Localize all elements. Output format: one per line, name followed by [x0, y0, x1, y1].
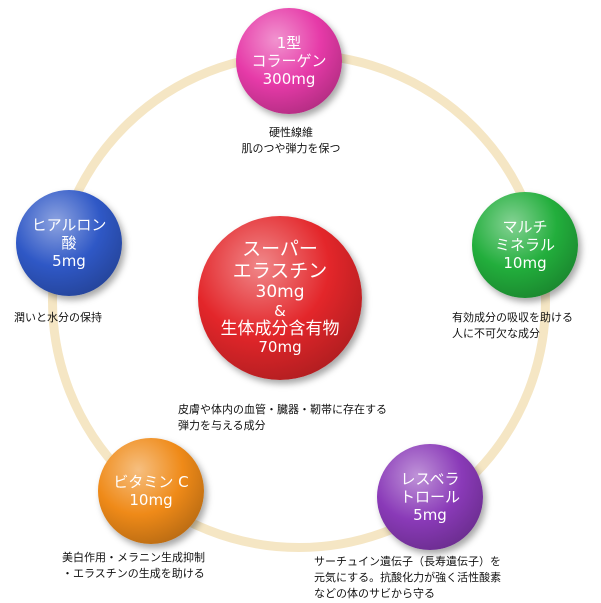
orb-resveratrol: レスベラ トロール 5mg — [377, 444, 483, 550]
hyaluronic-description: 潤いと水分の保持 — [14, 311, 102, 324]
center-orb-super-elastin: スーパー エラスチン 30mg & 生体成分含有物 70mg — [198, 216, 362, 380]
center-description: 皮膚や体内の血管・臓器・靭帯に存在する 弾力を与える成分 — [178, 403, 387, 432]
resveratrol-description: サーチュイン遺伝子（長寿遺伝子）を 元気にする。抗酸化力が強く活性酸素 などの体… — [314, 555, 502, 600]
center-line: スーパー — [242, 238, 318, 261]
center-line: エラスチン — [232, 260, 328, 283]
center-line: 生体成分含有物 — [220, 318, 340, 339]
center-line: & — [274, 301, 286, 320]
center-line: 30mg — [255, 282, 305, 303]
orb-vitamin-c: ビタミン C 10mg — [98, 438, 204, 544]
orb-hyaluronic-acid: ヒアルロン 酸 5mg — [16, 190, 122, 296]
center-line: 70mg — [258, 338, 302, 357]
orb-multimineral: マルチ ミネラル 10mg — [472, 192, 578, 298]
orb-collagen: 1型 コラーゲン 300mg — [236, 8, 342, 114]
vitaminc-description: 美白作用・メラニン生成抑制 ・エラスチンの生成を助ける — [62, 551, 205, 580]
multimineral-description: 有効成分の吸収を助ける 人に不可欠な成分 — [452, 311, 573, 340]
collagen-description: 硬性線維 肌のつや弾力を保つ — [241, 126, 341, 155]
